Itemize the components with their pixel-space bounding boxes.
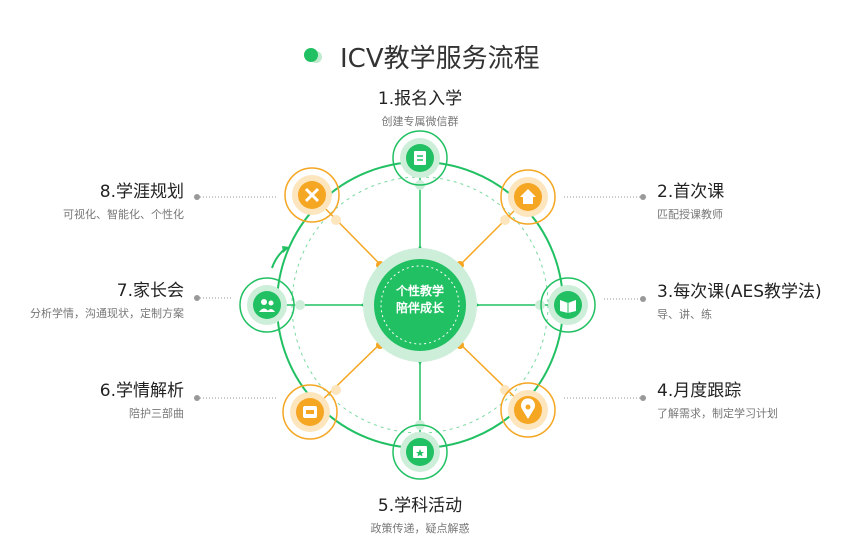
node-2 bbox=[500, 169, 556, 225]
step-1-label: 1.报名入学 创建专属微信群 bbox=[345, 84, 495, 129]
step-3-label: 3.每次课(AES教学法) 导、讲、练 bbox=[657, 277, 822, 322]
step-2-label: 2.首次课 匹配授课教师 bbox=[657, 177, 724, 222]
title-bar: ICV教学服务流程 bbox=[0, 18, 845, 74]
arrow-head bbox=[282, 246, 290, 253]
node-6 bbox=[282, 384, 338, 440]
step-4-title: 4.月度跟踪 bbox=[657, 381, 742, 401]
node-4 bbox=[500, 382, 556, 438]
step-7-title: 7.家长会 bbox=[116, 281, 184, 301]
step-2-sub: 匹配授课教师 bbox=[657, 208, 723, 221]
step-7-sub: 分析学情，沟通现状，定制方案 bbox=[30, 307, 184, 320]
step-6-sub: 陪护三部曲 bbox=[129, 407, 184, 420]
title-dot bbox=[304, 48, 318, 62]
node-7 bbox=[239, 277, 295, 333]
step-1-title: 1.报名入学 bbox=[377, 89, 463, 109]
center-dashed bbox=[380, 265, 460, 345]
node-1 bbox=[392, 130, 448, 186]
step-6-title: 6.学情解析 bbox=[99, 381, 184, 401]
center-line1: 个性教学 bbox=[395, 284, 444, 298]
center-line2: 陪伴成长 bbox=[395, 301, 444, 315]
page-title: ICV教学服务流程 bbox=[340, 44, 540, 74]
step-7-label: 7.家长会 分析学情，沟通现状，定制方案 bbox=[0, 276, 184, 321]
people-icon bbox=[261, 299, 267, 305]
node-3 bbox=[540, 277, 596, 333]
label-dots bbox=[194, 194, 646, 401]
node-5 bbox=[392, 424, 448, 480]
step-1-sub: 创建专属微信群 bbox=[381, 115, 459, 128]
step-4-label: 4.月度跟踪 了解需求，制定学习计划 bbox=[657, 376, 778, 421]
node-8 bbox=[284, 167, 340, 223]
step-5-label: 5.学科活动 政策传递，疑点解惑 bbox=[345, 491, 495, 536]
step-8-sub: 可视化、智能化、个性化 bbox=[63, 208, 184, 221]
step-5-title: 5.学科活动 bbox=[377, 496, 463, 516]
step-6-label: 6.学情解析 陪护三部曲 bbox=[0, 376, 184, 421]
clipboard-icon bbox=[414, 151, 426, 165]
step-5-sub: 政策传递，疑点解惑 bbox=[370, 522, 470, 535]
center-circle bbox=[374, 259, 466, 351]
step-8-title: 8.学涯规划 bbox=[99, 182, 184, 202]
step-4-sub: 了解需求，制定学习计划 bbox=[657, 407, 778, 420]
center-label: 个性教学 陪伴成长 bbox=[380, 283, 460, 317]
step-3-sub: 导、讲、练 bbox=[657, 308, 712, 321]
label-connectors bbox=[197, 196, 643, 399]
step-2-title: 2.首次课 bbox=[657, 182, 725, 202]
step-8-label: 8.学涯规划 可视化、智能化、个性化 bbox=[0, 177, 184, 222]
house-icon bbox=[520, 189, 536, 204]
step-3-title: 3.每次课(AES教学法) bbox=[657, 282, 822, 302]
